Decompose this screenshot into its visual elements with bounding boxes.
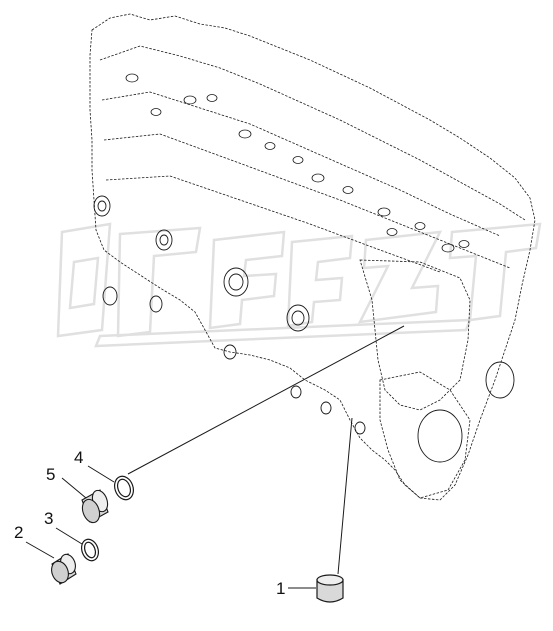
part-2-plug xyxy=(51,553,77,585)
part-4-oring xyxy=(113,475,135,501)
part-1-sleeve xyxy=(316,574,344,603)
callout-4: 4 xyxy=(74,448,84,467)
part-5-plug xyxy=(81,489,109,524)
head-bolts xyxy=(125,73,470,253)
callout-5: 5 xyxy=(46,465,56,484)
injector-ports xyxy=(93,195,515,463)
cylinder-head xyxy=(89,13,536,501)
leader-lines xyxy=(25,325,405,589)
callout-3: 3 xyxy=(44,509,54,528)
callout-1: 1 xyxy=(276,579,286,598)
watermark-logo xyxy=(56,222,542,348)
callout-2: 2 xyxy=(14,523,24,542)
part-3-oring xyxy=(80,538,100,562)
